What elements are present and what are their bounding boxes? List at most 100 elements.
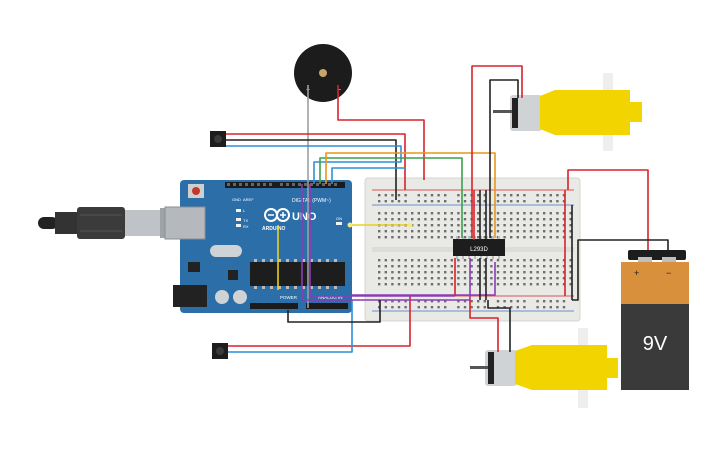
breadboard-hole[interactable] [562,194,566,197]
breadboard-hole[interactable] [556,300,559,303]
breadboard-hole[interactable] [424,218,427,221]
breadboard-hole[interactable] [496,283,500,286]
breadboard-hole[interactable] [391,212,394,215]
breadboard-hole[interactable] [384,194,387,197]
battery-9v[interactable]: + − 9V [621,250,689,390]
breadboard-hole[interactable] [569,265,572,268]
breadboard-hole[interactable] [543,300,546,303]
breadboard-hole[interactable] [397,271,401,274]
breadboard-hole[interactable] [569,236,572,239]
breadboard-hole[interactable] [549,194,552,197]
breadboard-hole[interactable] [503,200,506,203]
breadboard-hole[interactable] [404,236,407,239]
breadboard-hole[interactable] [503,300,506,303]
breadboard-hole[interactable] [411,230,414,233]
breadboard-hole[interactable] [556,259,559,262]
breadboard-hole[interactable] [569,230,572,233]
breadboard-hole[interactable] [424,224,427,227]
breadboard-hole[interactable] [529,277,533,280]
breadboard-hole[interactable] [516,224,519,227]
breadboard-hole[interactable] [444,300,447,303]
breadboard-hole[interactable] [516,306,519,309]
breadboard-hole[interactable] [536,200,539,203]
breadboard-hole[interactable] [404,259,407,262]
breadboard-hole[interactable] [536,265,539,268]
breadboard-hole[interactable] [516,259,519,262]
breadboard-hole[interactable] [437,218,440,221]
breadboard-hole[interactable] [463,218,467,221]
breadboard-hole[interactable] [430,259,434,262]
breadboard-hole[interactable] [569,259,572,262]
breadboard-hole[interactable] [496,265,500,268]
breadboard-hole[interactable] [457,259,460,262]
breadboard-hole[interactable] [516,230,519,233]
breadboard-hole[interactable] [450,277,453,280]
breadboard-hole[interactable] [384,283,387,286]
breadboard-hole[interactable] [477,283,480,286]
breadboard-hole[interactable] [384,218,387,221]
breadboard-hole[interactable] [556,224,559,227]
breadboard-hole[interactable] [516,194,519,197]
breadboard-hole[interactable] [378,283,381,286]
breadboard-hole[interactable] [503,236,506,239]
breadboard-hole[interactable] [463,271,467,274]
breadboard-hole[interactable] [444,230,447,233]
breadboard-hole[interactable] [496,218,500,221]
breadboard-hole[interactable] [404,230,407,233]
breadboard-hole[interactable] [490,283,493,286]
breadboard-hole[interactable] [516,236,519,239]
breadboard-hole[interactable] [510,283,513,286]
breadboard-hole[interactable] [384,230,387,233]
breadboard-hole[interactable] [523,277,526,280]
breadboard-hole[interactable] [516,271,519,274]
breadboard-hole[interactable] [523,200,526,203]
breadboard-hole[interactable] [404,194,407,197]
breadboard-hole[interactable] [510,200,513,203]
breadboard-hole[interactable] [529,218,533,221]
wire-pin-purple-a[interactable] [301,184,471,301]
breadboard-hole[interactable] [424,265,427,268]
breadboard-hole[interactable] [477,218,480,221]
breadboard-hole[interactable] [391,306,394,309]
breadboard-hole[interactable] [424,306,427,309]
wire-pin-green[interactable] [319,157,463,238]
breadboard-hole[interactable] [549,259,552,262]
breadboard-hole[interactable] [450,224,453,227]
breadboard-hole[interactable] [490,277,493,280]
breadboard-hole[interactable] [470,277,473,280]
breadboard-hole[interactable] [437,283,440,286]
wire-motor-top-b[interactable] [489,79,519,238]
breadboard-hole[interactable] [457,271,460,274]
breadboard-hole[interactable] [424,283,427,286]
breadboard-hole[interactable] [391,300,394,303]
breadboard-hole[interactable] [549,212,552,215]
breadboard-hole[interactable] [503,218,506,221]
breadboard-hole[interactable] [463,200,467,203]
breadboard-hole[interactable] [496,271,500,274]
breadboard-hole[interactable] [417,265,420,268]
breadboard-hole[interactable] [404,265,407,268]
breadboard-hole[interactable] [397,306,401,309]
breadboard-hole[interactable] [543,200,546,203]
breadboard-hole[interactable] [490,259,493,262]
breadboard-hole[interactable] [424,300,427,303]
breadboard-hole[interactable] [503,271,506,274]
wire-buzzer-minus[interactable] [337,85,425,180]
breadboard-hole[interactable] [543,194,546,197]
breadboard-hole[interactable] [404,212,407,215]
breadboard-hole[interactable] [536,300,539,303]
breadboard-hole[interactable] [417,212,420,215]
breadboard-hole[interactable] [549,283,552,286]
breadboard-hole[interactable] [556,236,559,239]
breadboard-hole[interactable] [510,224,513,227]
breadboard-hole[interactable] [536,277,539,280]
breadboard-hole[interactable] [490,218,493,221]
breadboard-hole[interactable] [397,277,401,280]
breadboard-hole[interactable] [503,212,506,215]
breadboard-hole[interactable] [490,230,493,233]
breadboard-hole[interactable] [450,236,453,239]
breadboard-hole[interactable] [549,265,552,268]
breadboard-hole[interactable] [523,259,526,262]
wire-motor-bottom-b[interactable] [487,300,511,352]
breadboard-hole[interactable] [523,230,526,233]
